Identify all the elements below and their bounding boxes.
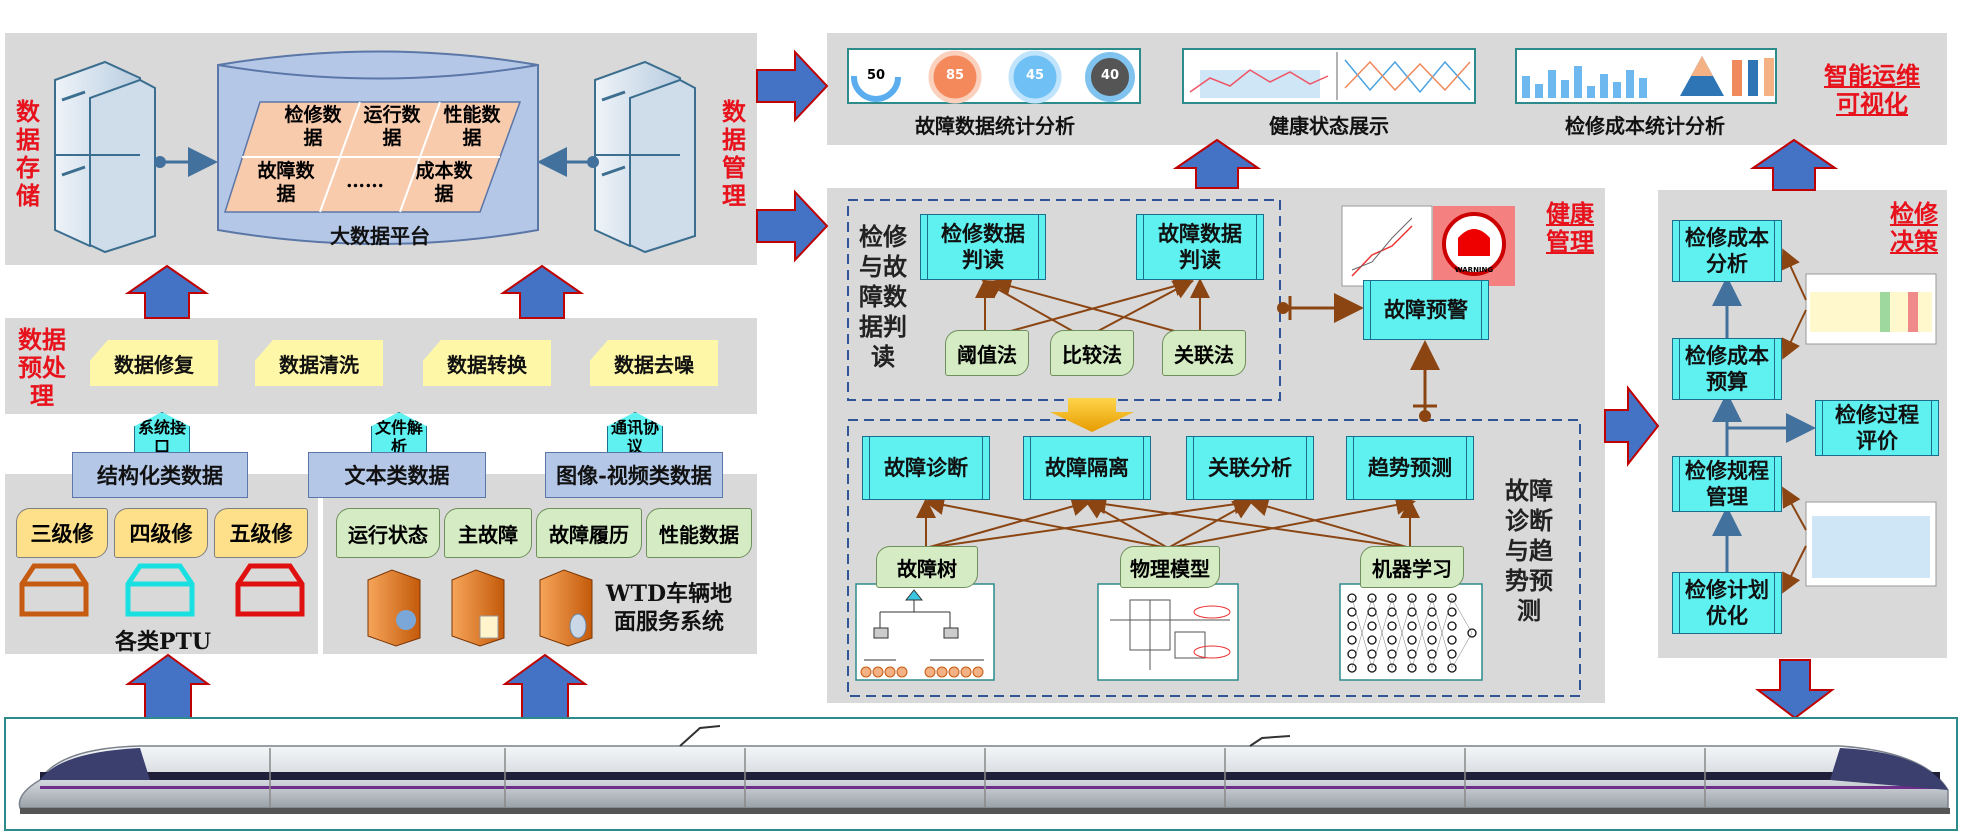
ptu-caption: 各类PTU xyxy=(114,629,212,655)
preprocess-step-transform: 数据转换 xyxy=(423,340,551,386)
run-data-fault-history: 故障履历 xyxy=(536,508,642,558)
up-arrow-icon xyxy=(124,138,1839,719)
health-mgmt-label: 健康管理 xyxy=(1546,199,1594,256)
storage-label: 数据存储 xyxy=(16,97,40,210)
decision-box-process-eval: 检修过程评价 xyxy=(1815,400,1939,456)
decision-box-procedure-mgmt: 检修规程管理 xyxy=(1672,456,1782,512)
decision-box-cost-analysis: 检修成本分析 xyxy=(1672,220,1782,282)
donut-value-3: 45 xyxy=(1025,68,1045,83)
train-icon xyxy=(18,725,1950,814)
server-cluster-left-icon xyxy=(54,60,156,254)
judge-box-maintenance: 检修数据判读 xyxy=(920,214,1046,280)
ptu-device-icon xyxy=(19,563,305,617)
management-label: 数据管理 xyxy=(722,97,746,210)
data-type-text: 文本类数据 xyxy=(308,452,486,498)
bigdata-cell-operation: 运行数据 xyxy=(363,104,421,149)
judge-side-label: 检修与故障数据判读 xyxy=(859,222,907,371)
maint-level-3: 三级修 xyxy=(16,508,108,558)
method-compare: 比较法 xyxy=(1050,330,1134,376)
diagnosis-box-diagnose: 故障诊断 xyxy=(862,436,990,500)
server-cluster-right-icon xyxy=(594,60,696,254)
method-correlate: 关联法 xyxy=(1162,330,1246,376)
diagnosis-box-trend: 趋势预测 xyxy=(1346,436,1474,500)
data-type-structured: 结构化类数据 xyxy=(72,452,248,498)
warning-icon-text: WARNING xyxy=(1454,266,1494,274)
viz-caption-fault-stats: 故障数据统计分析 xyxy=(915,114,1075,138)
fault-warning-box: 故障预警 xyxy=(1363,280,1489,340)
diagnosis-side-label: 故障诊断与趋势预测 xyxy=(1505,476,1553,625)
method-threshold: 阈值法 xyxy=(945,330,1029,376)
decision-box-cost-budget: 检修成本预算 xyxy=(1672,338,1782,400)
smart-ops-label: 智能运维可视化 xyxy=(1824,61,1920,118)
viz-caption-health-status: 健康状态展示 xyxy=(1269,114,1389,138)
wtd-caption: WTD车辆地面服务系统 xyxy=(605,581,733,635)
bigdata-cell-cost: 成本数据 xyxy=(415,160,473,205)
diagnosis-box-correlate: 关联分析 xyxy=(1186,436,1314,500)
donut-value-1: 50 xyxy=(866,68,886,83)
run-data-performance: 性能数据 xyxy=(646,508,752,558)
preprocess-step-clean: 数据清洗 xyxy=(255,340,383,386)
down-arrow-icon xyxy=(1755,659,1835,720)
data-type-image-video: 图像-视频类数据 xyxy=(545,452,723,498)
viz-caption-cost-stats: 检修成本统计分析 xyxy=(1565,114,1725,138)
method-physical-model: 物理模型 xyxy=(1120,546,1220,588)
right-arrow-icon xyxy=(756,49,1660,467)
preprocess-step-repair: 数据修复 xyxy=(90,340,218,386)
maint-level-4: 四级修 xyxy=(114,508,208,558)
orange-server-icon xyxy=(367,569,593,647)
method-machine-learning: 机器学习 xyxy=(1360,546,1464,588)
bigdata-cell-ellipsis: …… xyxy=(346,170,384,192)
preprocessing-label: 数据预处理 xyxy=(18,325,66,410)
donut-value-2: 85 xyxy=(945,68,965,83)
bigdata-cell-maintenance: 检修数据 xyxy=(284,104,342,149)
decision-box-plan-opt: 检修计划优化 xyxy=(1672,572,1782,634)
method-fault-tree: 故障树 xyxy=(876,546,978,588)
diagnosis-box-isolate: 故障隔离 xyxy=(1023,436,1151,500)
donut-value-4: 40 xyxy=(1100,68,1120,83)
judge-box-fault: 故障数据判读 xyxy=(1136,214,1264,280)
bigdata-cell-performance: 性能数据 xyxy=(443,104,501,149)
maint-level-5: 五级修 xyxy=(214,508,308,558)
maintenance-decision-label: 检修决策 xyxy=(1890,199,1938,256)
bigdata-cell-fault: 故障数据 xyxy=(257,160,315,205)
run-data-main-fault: 主故障 xyxy=(444,508,532,558)
preprocess-step-denoise: 数据去噪 xyxy=(590,340,718,386)
run-data-status: 运行状态 xyxy=(336,508,440,558)
bigdata-title: 大数据平台 xyxy=(330,224,430,248)
